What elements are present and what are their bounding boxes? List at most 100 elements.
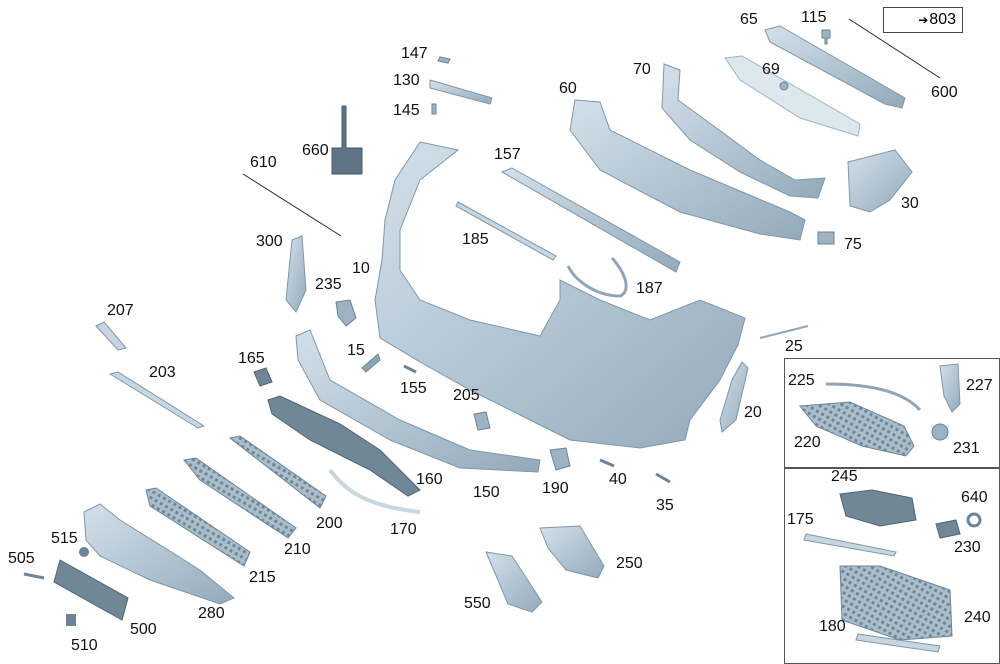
- callout-40: 40: [609, 471, 627, 488]
- callout-30: 30: [901, 195, 919, 212]
- callout-550: 550: [464, 595, 491, 612]
- part-203-shape: [108, 371, 206, 429]
- part-30-shape: [847, 149, 913, 213]
- callout-65: 65: [740, 11, 758, 28]
- part-150-shape: [295, 329, 541, 473]
- part-210-shape: [183, 457, 297, 539]
- part-515-shape: [79, 547, 89, 557]
- callout-15: 15: [347, 342, 365, 359]
- part-231-shape: [931, 423, 949, 441]
- callout-157: 157: [494, 146, 521, 163]
- callout-207: 207: [107, 302, 134, 319]
- callout-235: 235: [315, 276, 342, 293]
- part-165-shape: [253, 367, 273, 387]
- part-40-shape: [599, 458, 615, 468]
- part-180-shape: [855, 633, 941, 653]
- callout-500: 500: [130, 621, 157, 638]
- callout-165: 165: [238, 350, 265, 367]
- part-160-shape: [267, 395, 421, 497]
- part-25-shape: [759, 325, 809, 339]
- callout-610: 610: [250, 154, 277, 171]
- callout-200: 200: [316, 515, 343, 532]
- callout-180: 180: [819, 618, 846, 635]
- callout-175: 175: [787, 511, 814, 528]
- part-10-shape: [374, 141, 746, 449]
- callout-69: 69: [762, 61, 780, 78]
- callout-145: 145: [393, 102, 420, 119]
- arrow-icon: ➔: [918, 13, 929, 27]
- callout-230: 230: [954, 539, 981, 556]
- callout-170: 170: [390, 521, 417, 538]
- part-220-shape: [799, 401, 915, 457]
- part-205-shape: [473, 411, 491, 431]
- part-215-shape: [145, 487, 251, 567]
- callout-505: 505: [8, 550, 35, 567]
- part-15-shape: [361, 353, 381, 373]
- part-510-shape: [66, 614, 76, 626]
- callout-220: 220: [794, 434, 821, 451]
- callout-187: 187: [636, 280, 663, 297]
- callout-185: 185: [462, 231, 489, 248]
- callout-115: 115: [801, 9, 827, 26]
- callout-660: 660: [302, 142, 329, 159]
- part-170-shape: [328, 468, 421, 514]
- part-250-shape: [539, 525, 605, 579]
- part-200-shape: [228, 435, 327, 509]
- part-280-shape: [83, 503, 235, 605]
- callout-20: 20: [744, 404, 762, 421]
- callout-515: 515: [51, 530, 78, 547]
- part-227-shape: [939, 363, 961, 413]
- part-65-shape: [764, 25, 906, 109]
- callout-250: 250: [616, 555, 643, 572]
- callout-640: 640: [961, 489, 988, 506]
- callout-147: 147: [401, 45, 428, 62]
- part-157-shape: [500, 167, 681, 273]
- part-175-shape: [803, 533, 897, 557]
- part-640-shape: [966, 512, 982, 528]
- part-235-shape: [335, 299, 357, 327]
- part-35-shape: [655, 472, 671, 484]
- part-207-shape: [95, 321, 127, 351]
- callout-160: 160: [416, 471, 443, 488]
- callout-245: 245: [831, 468, 858, 485]
- part-115-shape: [821, 29, 831, 45]
- callout-60: 60: [559, 80, 577, 97]
- callout-240: 240: [964, 609, 991, 626]
- part-70-shape: [661, 63, 826, 199]
- leader-lines: [242, 18, 941, 237]
- callout-25: 25: [785, 338, 803, 355]
- callout-75: 75: [844, 236, 862, 253]
- part-245-shape: [839, 489, 917, 527]
- callout-280: 280: [198, 605, 225, 622]
- callout-510: 510: [71, 637, 98, 654]
- part-190-shape: [549, 447, 571, 471]
- part-230-shape: [935, 519, 961, 539]
- callout-70: 70: [633, 61, 651, 78]
- part-500-shape: [53, 559, 129, 621]
- callout-215: 215: [249, 569, 276, 586]
- part-505-shape: [23, 572, 45, 580]
- reference-box: ➔ 803: [883, 7, 963, 33]
- part-130-shape: [429, 79, 493, 105]
- reference-number: 803: [929, 11, 956, 28]
- part-300-shape: [285, 235, 307, 313]
- callout-210: 210: [284, 541, 311, 558]
- part-147-shape: [437, 56, 451, 64]
- part-20-shape: [719, 361, 749, 433]
- part-185-shape: [455, 201, 557, 261]
- part-225-shape: [825, 382, 922, 412]
- part-550-shape: [485, 551, 543, 613]
- part-240-shape: [839, 565, 953, 641]
- callout-227: 227: [966, 377, 993, 394]
- callout-130: 130: [393, 72, 420, 89]
- callout-190: 190: [542, 480, 569, 497]
- part-60-shape: [569, 99, 806, 241]
- part-69-screw: [779, 81, 789, 91]
- part-69-shape: [724, 55, 861, 137]
- callout-203: 203: [149, 364, 176, 381]
- callout-225: 225: [788, 372, 815, 389]
- callout-35: 35: [656, 497, 674, 514]
- callout-600: 600: [931, 84, 958, 101]
